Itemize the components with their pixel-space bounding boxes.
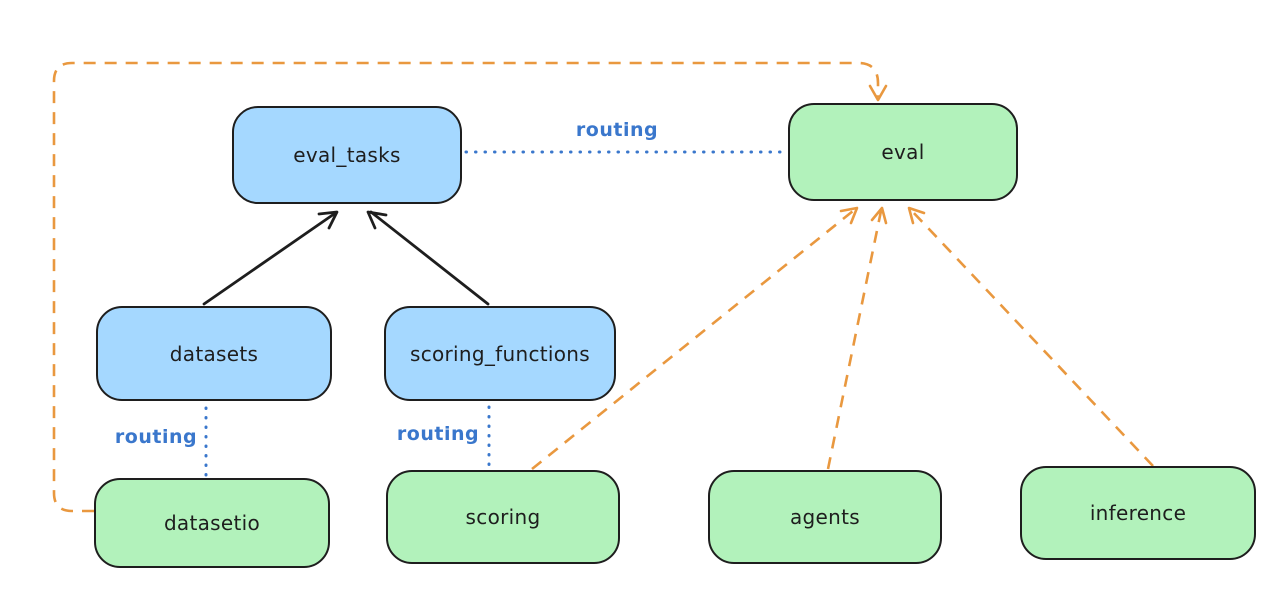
node-scoring-functions-label: scoring_functions [409, 341, 591, 366]
node-eval[interactable]: eval [788, 103, 1018, 201]
edge-datasetio-to-eval-loop [52, 61, 888, 513]
edge-scoring_functions-to-eval_tasks [366, 210, 490, 306]
edge-inference-to-eval [907, 206, 1154, 467]
node-eval-label: eval [881, 140, 925, 164]
node-datasetio[interactable]: datasetio [94, 478, 330, 568]
node-datasets-label: datasets [169, 341, 259, 366]
node-eval-tasks[interactable]: eval_tasks [232, 106, 462, 204]
node-eval-tasks-label: eval_tasks [293, 143, 401, 167]
edge-agents-to-eval [826, 206, 888, 470]
edge-datasets-to-eval_tasks [202, 210, 339, 306]
node-scoring[interactable]: scoring [386, 470, 620, 564]
node-agents-label: agents [790, 505, 860, 529]
routing-label-datasets-datasetio: routing [114, 426, 198, 448]
node-inference-label: inference [1089, 501, 1187, 525]
edge-scoring-to-eval [531, 206, 859, 471]
node-datasetio-label: datasetio [163, 511, 261, 535]
node-scoring-functions[interactable]: scoring_functions [384, 306, 616, 401]
node-scoring-label: scoring [465, 505, 541, 529]
node-inference[interactable]: inference [1020, 466, 1256, 560]
routing-label-scoring-functions-scoring: routing [396, 423, 480, 445]
node-agents[interactable]: agents [708, 470, 942, 564]
routing-label-eval-tasks-eval: routing [575, 119, 659, 141]
node-datasets[interactable]: datasets [96, 306, 332, 401]
